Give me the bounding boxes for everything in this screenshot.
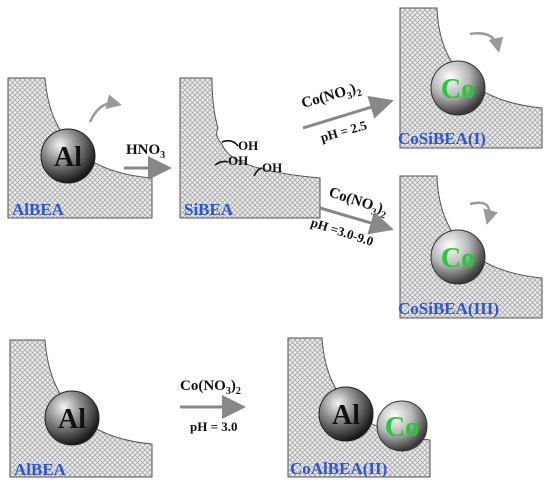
panel-cosibea-1: Co CoSiBEA(I) — [398, 7, 543, 149]
label-cosibea-3: CoSiBEA(III) — [398, 299, 499, 318]
step-coalbea-2: Co(NO3)2 pH = 3.0 — [180, 378, 246, 434]
panel-albea-top: Al AlBEA — [7, 77, 153, 219]
curved-arrow-icon — [469, 32, 504, 53]
step-cosibea-1: Co(NO3)2 pH = 2.5 — [300, 80, 394, 145]
co-atom-sphere — [376, 400, 428, 452]
co-atom-label: Co — [441, 243, 475, 274]
curved-arrow-icon — [469, 201, 498, 225]
condition-ph-3-9: pH =3.0-9.0 — [309, 215, 375, 249]
reagent-co-nitrate: Co(NO3)2 — [326, 185, 390, 222]
hydroxyl-label: OH — [262, 160, 282, 175]
hydroxyl-label: OH — [238, 138, 258, 153]
pore-wall — [179, 77, 321, 219]
al-atom-sphere — [318, 386, 374, 442]
hydroxyl-bond — [221, 139, 239, 147]
step-cosibea-3: Co(NO3)2 pH =3.0-9.0 — [309, 185, 394, 249]
co-atom-sphere — [430, 229, 486, 285]
curved-arrow-icon — [88, 94, 122, 123]
panel-coalbea-2: Al Co CoAlBEA(II) — [287, 337, 431, 478]
co-atom-label: Co — [385, 412, 419, 443]
label-coalbea-2: CoAlBEA(II) — [290, 459, 387, 478]
reagent-hno3: HNO3 — [126, 142, 165, 161]
hydroxyl-bond — [214, 160, 229, 166]
arrow-cosibea-1 — [302, 95, 394, 130]
al-atom-label: Al — [58, 404, 86, 435]
label-sibea: SiBEA — [184, 200, 234, 219]
co-atom-sphere — [430, 60, 486, 116]
arrow-cosibea-3 — [319, 206, 394, 235]
al-atom-sphere — [40, 128, 96, 184]
panel-cosibea-3: Co CoSiBEA(III) — [398, 175, 543, 319]
reagent-co-nitrate: Co(NO3)2 — [300, 80, 364, 115]
al-atom-label: Al — [332, 400, 360, 431]
label-albea-bottom: AlBEA — [14, 460, 67, 479]
label-cosibea-1: CoSiBEA(I) — [398, 129, 486, 148]
reagent-co-nitrate: Co(NO3)2 — [180, 378, 241, 397]
hydroxyl-label: OH — [228, 153, 248, 168]
hydroxyl-bond — [253, 167, 263, 177]
al-atom-sphere — [44, 390, 100, 446]
step-hno3: HNO3 — [124, 142, 172, 180]
label-albea-top: AlBEA — [12, 200, 65, 219]
al-atom-label: Al — [54, 142, 82, 173]
co-atom-label: Co — [441, 74, 475, 105]
panel-sibea: OH OH OH SiBEA — [179, 77, 321, 219]
panel-albea-bottom: Al AlBEA — [9, 339, 153, 479]
condition-ph-3-0: pH = 3.0 — [190, 419, 238, 434]
